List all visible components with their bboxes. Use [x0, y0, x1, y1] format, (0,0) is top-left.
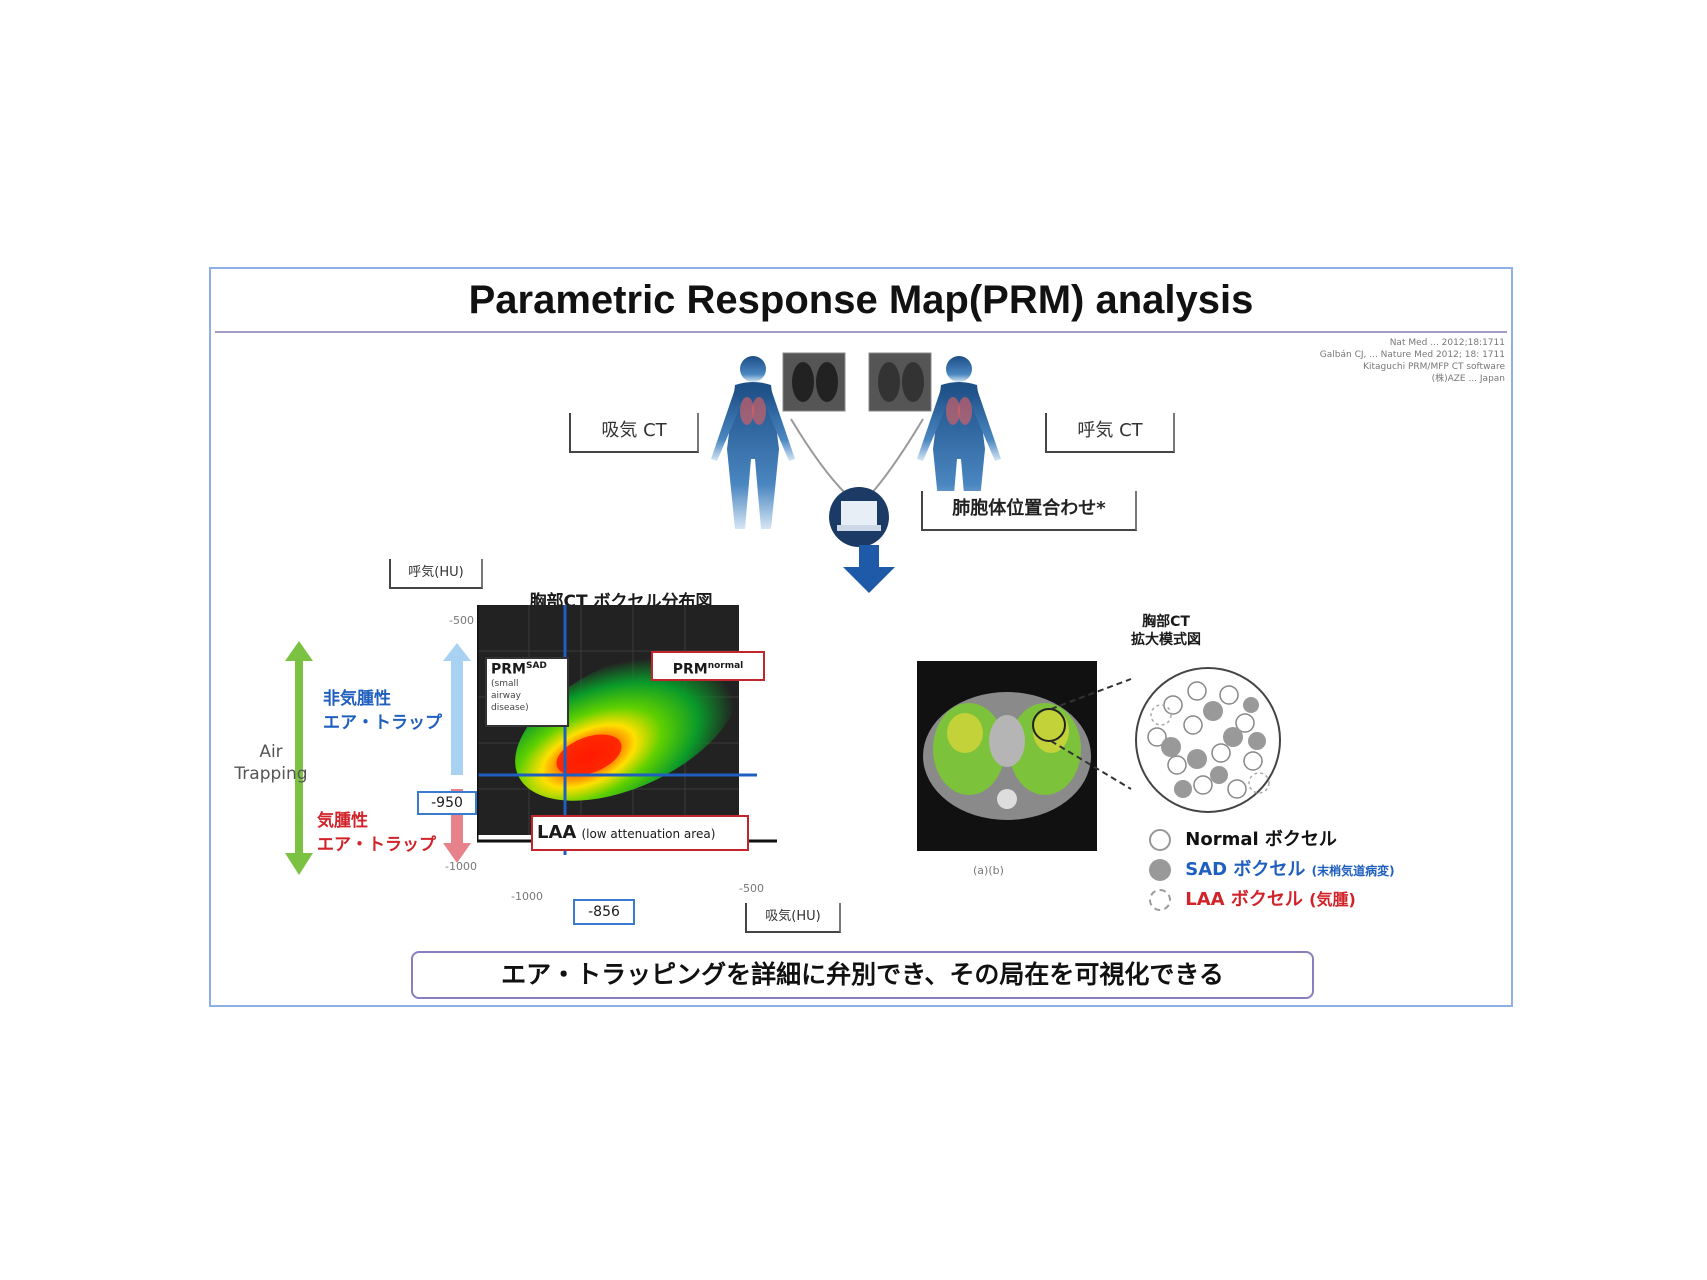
legend-note: (気腫) [1309, 890, 1356, 909]
laa-subtitle: (low attenuation area) [581, 827, 716, 841]
legend-item-normal: Normal ボクセル [1149, 825, 1479, 855]
conclusion-banner: エア・トラッピングを詳細に弁別でき、その局在を可視化できる [411, 951, 1314, 999]
registration-label: 肺胞体位置合わせ* [921, 491, 1137, 531]
legend-item-laa: LAA ボクセル (気腫) [1149, 885, 1479, 915]
prm-sad-title: PRM [491, 661, 526, 678]
legend-text: Normal ボクセル [1185, 829, 1337, 850]
title-divider [215, 331, 1507, 333]
x-left-tick: -1000 [511, 890, 543, 903]
legend-text: SAD ボクセル [1185, 859, 1306, 880]
expiration-ct-label: 呼気 CT [1045, 413, 1175, 453]
laa-voxel-icon [1149, 889, 1171, 911]
y-bottom-tick: -1000 [445, 860, 477, 873]
prm-sad-line: (small [491, 678, 519, 689]
ct-axial-image [917, 661, 1097, 851]
x-right-tick: -500 [739, 882, 764, 895]
ct-image-caption: (a)(b) [973, 864, 1004, 877]
sad-voxel-icon [1149, 859, 1171, 881]
nonemphysematous-trap-label: 非気腫性 エア・トラップ [323, 689, 442, 733]
y-top-tick: -500 [449, 614, 474, 627]
down-arrow-icon [843, 545, 895, 593]
slide-title: Parametric Response Map(PRM) analysis [468, 278, 1254, 322]
y-axis-label: 呼気(HU) [389, 559, 483, 589]
citation-line: (株)AZE ... Japan [1431, 374, 1505, 384]
prm-normal-sup: normal [707, 661, 744, 671]
legend-item-sad: SAD ボクセル (末梢気道病変) [1149, 855, 1479, 885]
threshold-x-box: -856 [573, 899, 635, 925]
x-axis-label: 吸気(HU) [745, 903, 841, 933]
magnify-region-circle [1032, 708, 1066, 742]
computer-icon [829, 487, 889, 547]
threshold-y-box: -950 [417, 791, 477, 815]
citation-block: Nat Med ... 2012;18:1711 Galbán CJ, ... … [1205, 337, 1505, 385]
laa-title: LAA [537, 822, 577, 843]
emphysematous-trap-label: 気腫性 エア・トラップ [317, 811, 436, 855]
green-double-arrow-icon [285, 641, 313, 875]
patient-figures [711, 352, 1001, 547]
magnified-schematic-label: 胸部CT 拡大模式図 [1131, 614, 1201, 648]
laa-box: LAA (low attenuation area) [531, 815, 749, 851]
prm-sad-sup: SAD [525, 661, 547, 671]
prm-normal-box: PRMnormal [651, 651, 765, 681]
magnify-connector [1050, 678, 1132, 790]
human-figure-left-icon [711, 356, 795, 529]
prm-sad-line: disease) [491, 702, 529, 713]
legend-note: (末梢気道病変) [1311, 864, 1395, 878]
voxel-legend: Normal ボクセル SAD ボクセル (末梢気道病変) LAA ボクセル (… [1149, 825, 1479, 915]
slide-frame: Parametric Response Map(PRM) analysis Na… [209, 267, 1513, 1007]
prm-sad-line: airway [491, 690, 521, 701]
normal-voxel-icon [1149, 829, 1171, 851]
citation-line: Nat Med ... 2012;18:1711 [1389, 338, 1505, 348]
citation-line: Kitaguchi PRM/MFP CT software [1363, 362, 1505, 372]
legend-text: LAA ボクセル [1185, 889, 1303, 910]
inspiration-ct-label: 吸気 CT [569, 413, 699, 453]
citation-line: Galbán CJ, ... Nature Med 2012; 18: 1711 [1319, 350, 1505, 360]
air-trapping-label: Air Trapping [234, 742, 308, 784]
magnified-voxel-schematic [1135, 667, 1281, 813]
prm-normal-title: PRM [672, 661, 708, 678]
lightblue-up-arrow-icon [443, 643, 471, 775]
prm-sad-box: PRMSAD (small airway disease) [485, 657, 569, 727]
